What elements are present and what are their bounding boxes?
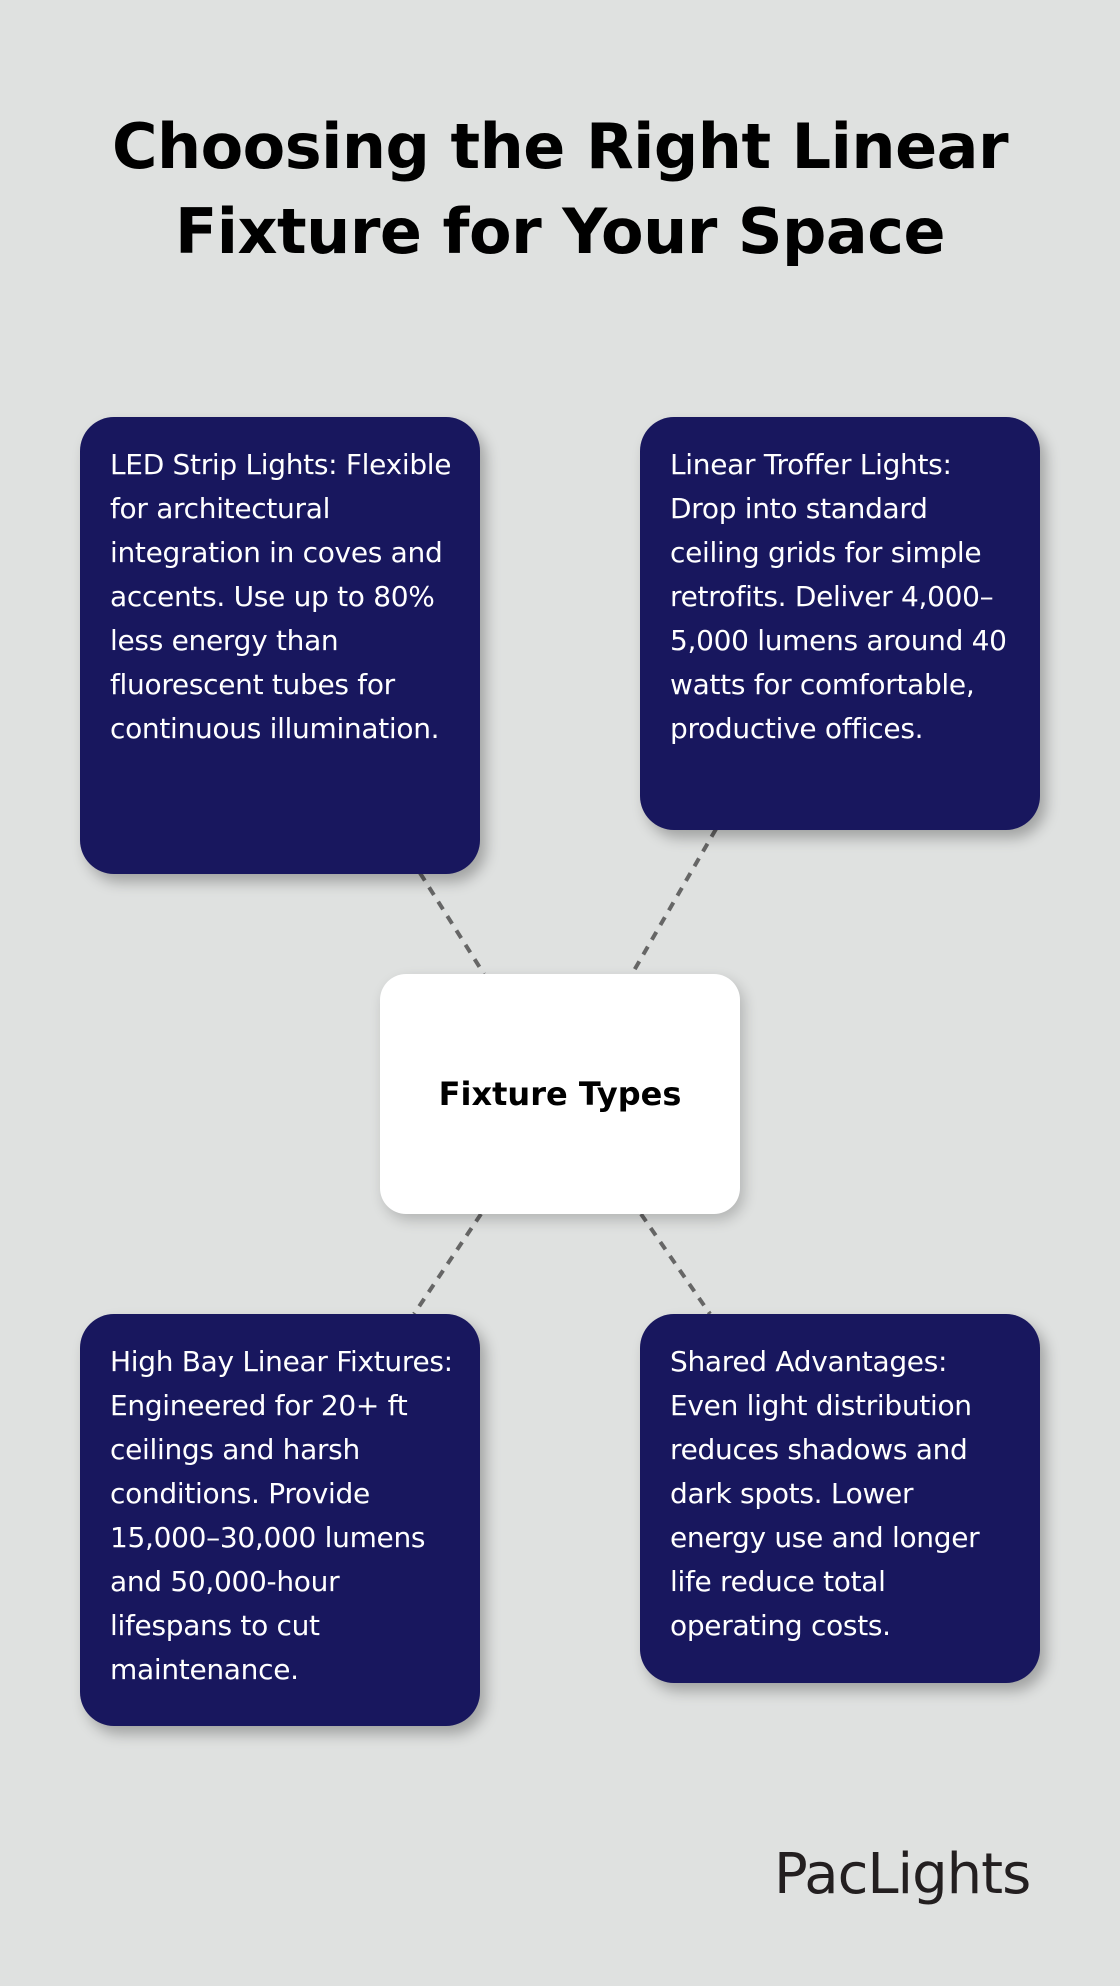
connector-top-right [630, 827, 718, 976]
paclights-logo: PacLights [774, 1842, 1031, 1907]
connector-bottom-left [412, 1212, 483, 1316]
card-linear-troffer-lights: Linear Troffer Lights: Drop into standar… [640, 417, 1040, 830]
center-node-fixture-types: Fixture Types [380, 974, 740, 1214]
card-high-bay-linear-fixtures: High Bay Linear Fixtures: Engineered for… [80, 1314, 480, 1726]
card-text: LED Strip Lights: Flexible for architect… [110, 448, 452, 745]
title-line-2: Fixture for Your Space [174, 195, 946, 268]
connector-bottom-right [639, 1212, 712, 1316]
card-text: High Bay Linear Fixtures: Engineered for… [110, 1345, 453, 1686]
center-label: Fixture Types [438, 1075, 682, 1113]
card-shared-advantages: Shared Advantages: Even light distributi… [640, 1314, 1040, 1683]
connector-top-left [418, 871, 486, 976]
title-line-1: Choosing the Right Linear [111, 110, 1009, 183]
card-text: Shared Advantages: Even light distributi… [670, 1345, 980, 1642]
card-led-strip-lights: LED Strip Lights: Flexible for architect… [80, 417, 480, 874]
page-title: Choosing the Right Linear Fixture for Yo… [0, 104, 1120, 274]
card-text: Linear Troffer Lights: Drop into standar… [670, 448, 1007, 745]
